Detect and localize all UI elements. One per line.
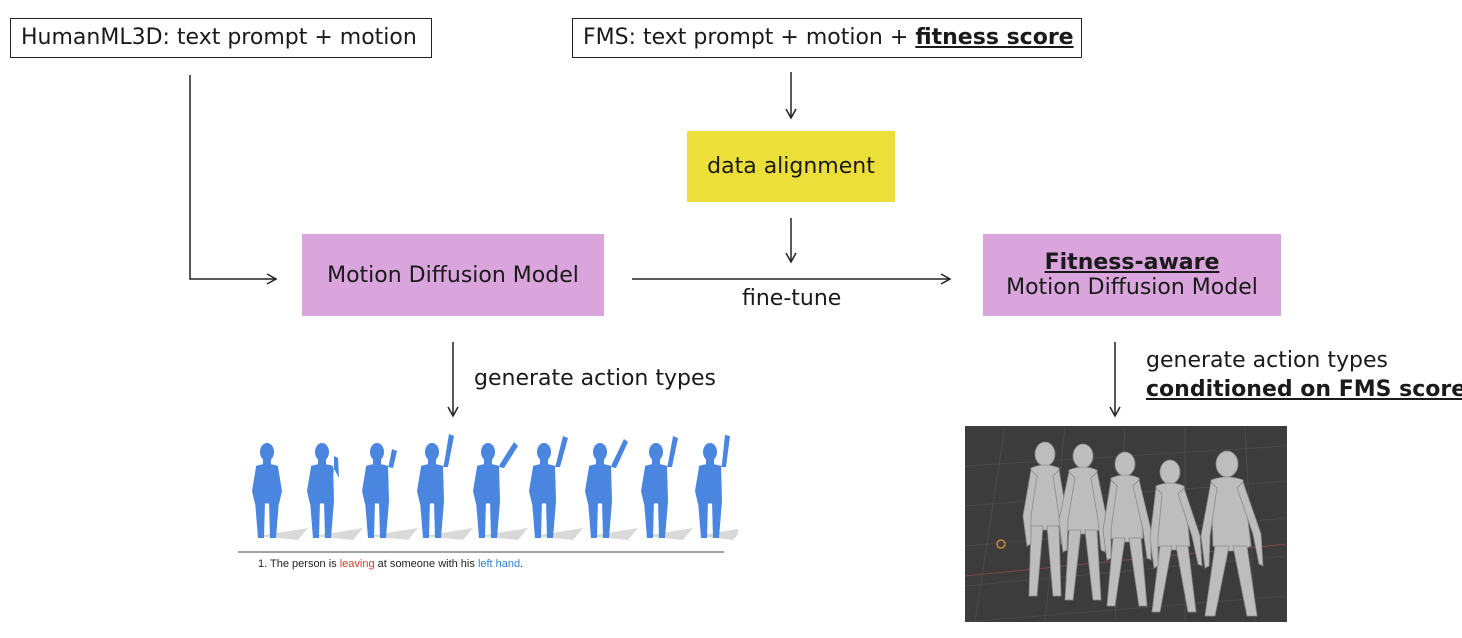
- fitness-aware-label: Fitness-aware: [1044, 250, 1220, 275]
- humanml3d-label: HumanML3D: text prompt + motion: [21, 25, 417, 50]
- caption-mid: at someone with his: [374, 558, 478, 570]
- fitness-aware-mdm-node: Fitness-aware Motion Diffusion Model: [983, 234, 1281, 316]
- data-alignment-node: data alignment: [687, 131, 895, 202]
- generate-right-label: generate action types conditioned on FMS…: [1146, 346, 1462, 404]
- fa-mdm-label: Motion Diffusion Model: [1006, 275, 1258, 300]
- figure-5: [473, 442, 518, 538]
- arrow-humanml3d-to-mdm: [189, 75, 278, 285]
- fms-source-box: FMS: text prompt + motion + fitness scor…: [572, 18, 1082, 58]
- caption-prefix: 1. The person is: [258, 558, 340, 570]
- fms-label-fitness-score: fitness score: [915, 25, 1074, 50]
- left-motion-example: 1. The person is leaving at someone with…: [238, 428, 743, 576]
- generate-right-line1: generate action types: [1146, 348, 1388, 373]
- data-alignment-label: data alignment: [707, 154, 875, 179]
- motion-caption: 1. The person is leaving at someone with…: [258, 558, 523, 570]
- grey-figure-1: [1022, 441, 1068, 597]
- grey-figure-4: [1149, 459, 1203, 613]
- mdm-label: Motion Diffusion Model: [327, 262, 579, 288]
- generate-left-label: generate action types: [474, 366, 716, 391]
- humanml3d-source-box: HumanML3D: text prompt + motion: [10, 18, 432, 58]
- generate-right-line2: conditioned on FMS score: [1146, 377, 1462, 402]
- figure-9: [695, 435, 730, 538]
- motion-diffusion-model-node: Motion Diffusion Model: [302, 234, 604, 316]
- blue-figure-sequence: [238, 434, 743, 553]
- figure-3: [362, 443, 397, 538]
- grey-figure-3: [1102, 451, 1152, 607]
- figure-6: [529, 436, 568, 538]
- figure-7: [585, 439, 628, 538]
- grey-figure-5: [1200, 450, 1264, 617]
- fms-label-prefix: FMS: text prompt + motion +: [583, 25, 916, 50]
- figure-4: [417, 434, 454, 538]
- figure-1: [252, 443, 282, 538]
- figure-8: [641, 436, 678, 538]
- figure-2: [307, 443, 339, 538]
- caption-word-left-hand: left hand: [477, 558, 521, 570]
- caption-word-leaving: leaving: [339, 558, 375, 570]
- caption-end: .: [520, 558, 524, 570]
- right-motion-render: [965, 426, 1287, 622]
- finetune-label: fine-tune: [742, 286, 842, 311]
- grey-figure-2: [1058, 443, 1108, 601]
- grey-figure-sequence: [965, 426, 1287, 622]
